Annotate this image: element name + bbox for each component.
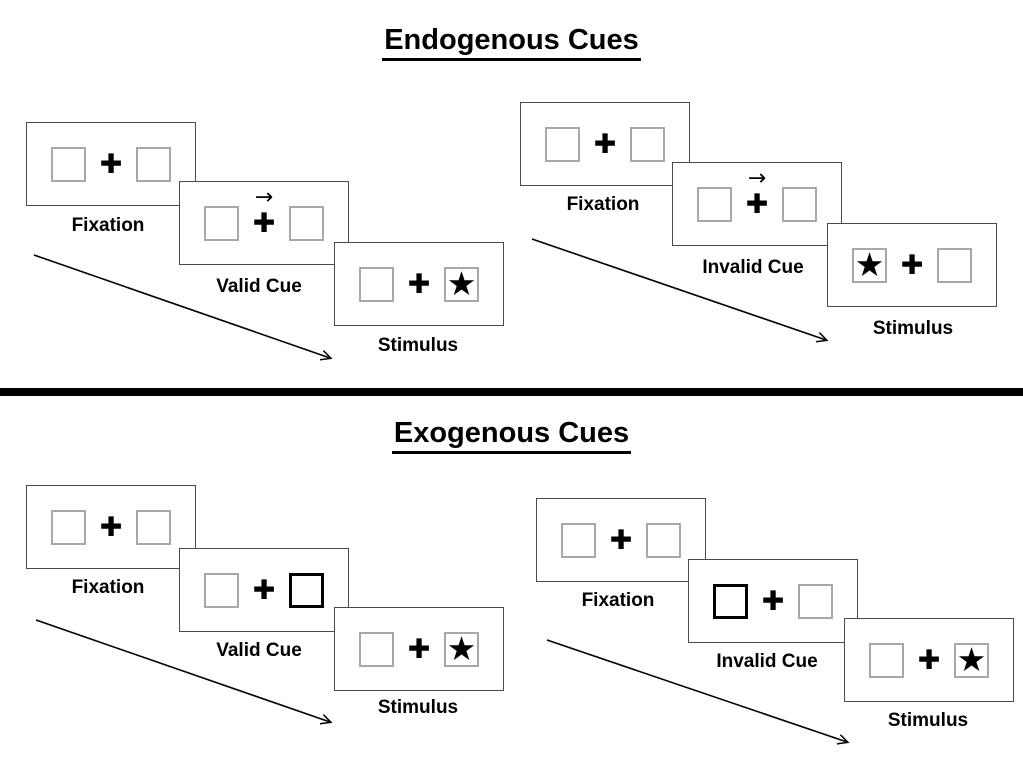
fixation-area: ✚ bbox=[608, 527, 634, 554]
panel-label-stimulus: Stimulus bbox=[887, 710, 969, 731]
timeline-arrow bbox=[35, 619, 338, 728]
panel-endogenous-invalid-fixation: ✚ bbox=[520, 102, 690, 186]
timeline-arrow bbox=[33, 254, 340, 365]
fixation-cross-icon: ✚ bbox=[900, 249, 924, 281]
fixation-cross-icon: ✚ bbox=[745, 188, 769, 220]
fixation-area: ✚ bbox=[98, 514, 124, 541]
fixation-cross-icon: ✚ bbox=[252, 574, 276, 606]
fixation-cross-icon: ✚ bbox=[252, 207, 276, 239]
panel-label-stimulus: Stimulus bbox=[872, 318, 954, 339]
right-box bbox=[289, 205, 324, 241]
fixation-area: ✚ bbox=[592, 131, 618, 158]
panel-endogenous-invalid-cue: → ✚ bbox=[672, 162, 842, 246]
left-box bbox=[204, 205, 239, 241]
right-box bbox=[136, 509, 171, 545]
left-box: ★ bbox=[852, 244, 887, 284]
left-box bbox=[561, 522, 596, 558]
right-box bbox=[937, 247, 972, 283]
fixation-area: → ✚ bbox=[251, 186, 277, 239]
panel-label-fixation: Fixation bbox=[71, 215, 145, 236]
star-stimulus-icon: ★ bbox=[446, 628, 477, 668]
left-box bbox=[545, 126, 580, 162]
panel-endogenous-valid-cue: → ✚ bbox=[179, 181, 349, 265]
panel-label-invalid-cue: Invalid Cue bbox=[702, 257, 804, 278]
left-box bbox=[869, 642, 904, 678]
timeline-arrow bbox=[531, 238, 834, 346]
fixation-cross-icon: ✚ bbox=[917, 644, 941, 676]
cue-arrow-icon: → bbox=[747, 165, 767, 191]
right-box: ★ bbox=[444, 628, 479, 668]
fixation-area: ✚ bbox=[251, 577, 277, 604]
right-box: ★ bbox=[954, 639, 989, 679]
panel-label-fixation: Fixation bbox=[71, 577, 145, 598]
fixation-cross-icon: ✚ bbox=[407, 633, 431, 665]
section-title-exogenous-text: Exogenous Cues bbox=[391, 417, 632, 454]
right-box bbox=[136, 146, 171, 182]
fixation-area: ✚ bbox=[98, 151, 124, 178]
left-box-cue-highlight bbox=[713, 583, 748, 619]
fixation-cross-icon: ✚ bbox=[609, 524, 633, 556]
fixation-area: ✚ bbox=[916, 647, 942, 674]
panel-label-fixation: Fixation bbox=[566, 194, 640, 215]
right-box: ★ bbox=[444, 263, 479, 303]
panel-label-stimulus: Stimulus bbox=[377, 697, 459, 718]
panel-endogenous-valid-fixation: ✚ bbox=[26, 122, 196, 206]
right-box bbox=[630, 126, 665, 162]
left-box bbox=[204, 572, 239, 608]
panel-label-valid-cue: Valid Cue bbox=[216, 276, 302, 297]
section-title-exogenous: Exogenous Cues bbox=[0, 417, 1023, 454]
section-divider bbox=[0, 388, 1023, 396]
right-box bbox=[798, 583, 833, 619]
panel-exogenous-invalid-cue: ✚ bbox=[688, 559, 858, 643]
right-box bbox=[782, 186, 817, 222]
timeline-arrow bbox=[546, 639, 855, 748]
fixation-area: → ✚ bbox=[744, 167, 770, 220]
star-stimulus-icon: ★ bbox=[956, 639, 987, 679]
left-box bbox=[697, 186, 732, 222]
right-box bbox=[646, 522, 681, 558]
right-box-cue-highlight bbox=[289, 572, 324, 608]
fixation-cross-icon: ✚ bbox=[99, 148, 123, 180]
left-box bbox=[51, 509, 86, 545]
fixation-cross-icon: ✚ bbox=[761, 585, 785, 617]
section-title-endogenous-text: Endogenous Cues bbox=[382, 24, 641, 61]
fixation-area: ✚ bbox=[406, 271, 432, 298]
panel-exogenous-valid-stimulus: ✚ ★ bbox=[334, 607, 504, 691]
panel-exogenous-invalid-fixation: ✚ bbox=[536, 498, 706, 582]
panel-exogenous-valid-fixation: ✚ bbox=[26, 485, 196, 569]
fixation-area: ✚ bbox=[899, 252, 925, 279]
fixation-cross-icon: ✚ bbox=[593, 128, 617, 160]
panel-exogenous-valid-cue: ✚ bbox=[179, 548, 349, 632]
panel-label-stimulus: Stimulus bbox=[377, 335, 459, 356]
star-stimulus-icon: ★ bbox=[854, 244, 885, 284]
panel-exogenous-invalid-stimulus: ✚ ★ bbox=[844, 618, 1014, 702]
left-box bbox=[51, 146, 86, 182]
left-box bbox=[359, 631, 394, 667]
star-stimulus-icon: ★ bbox=[446, 263, 477, 303]
cue-arrow-icon: → bbox=[254, 184, 274, 210]
fixation-area: ✚ bbox=[760, 588, 786, 615]
panel-endogenous-valid-stimulus: ✚ ★ bbox=[334, 242, 504, 326]
section-title-endogenous: Endogenous Cues bbox=[0, 24, 1023, 61]
fixation-cross-icon: ✚ bbox=[407, 268, 431, 300]
fixation-cross-icon: ✚ bbox=[99, 511, 123, 543]
panel-label-invalid-cue: Invalid Cue bbox=[716, 651, 818, 672]
fixation-area: ✚ bbox=[406, 636, 432, 663]
panel-endogenous-invalid-stimulus: ★ ✚ bbox=[827, 223, 997, 307]
left-box bbox=[359, 266, 394, 302]
panel-label-valid-cue: Valid Cue bbox=[216, 640, 302, 661]
panel-label-fixation: Fixation bbox=[581, 590, 655, 611]
